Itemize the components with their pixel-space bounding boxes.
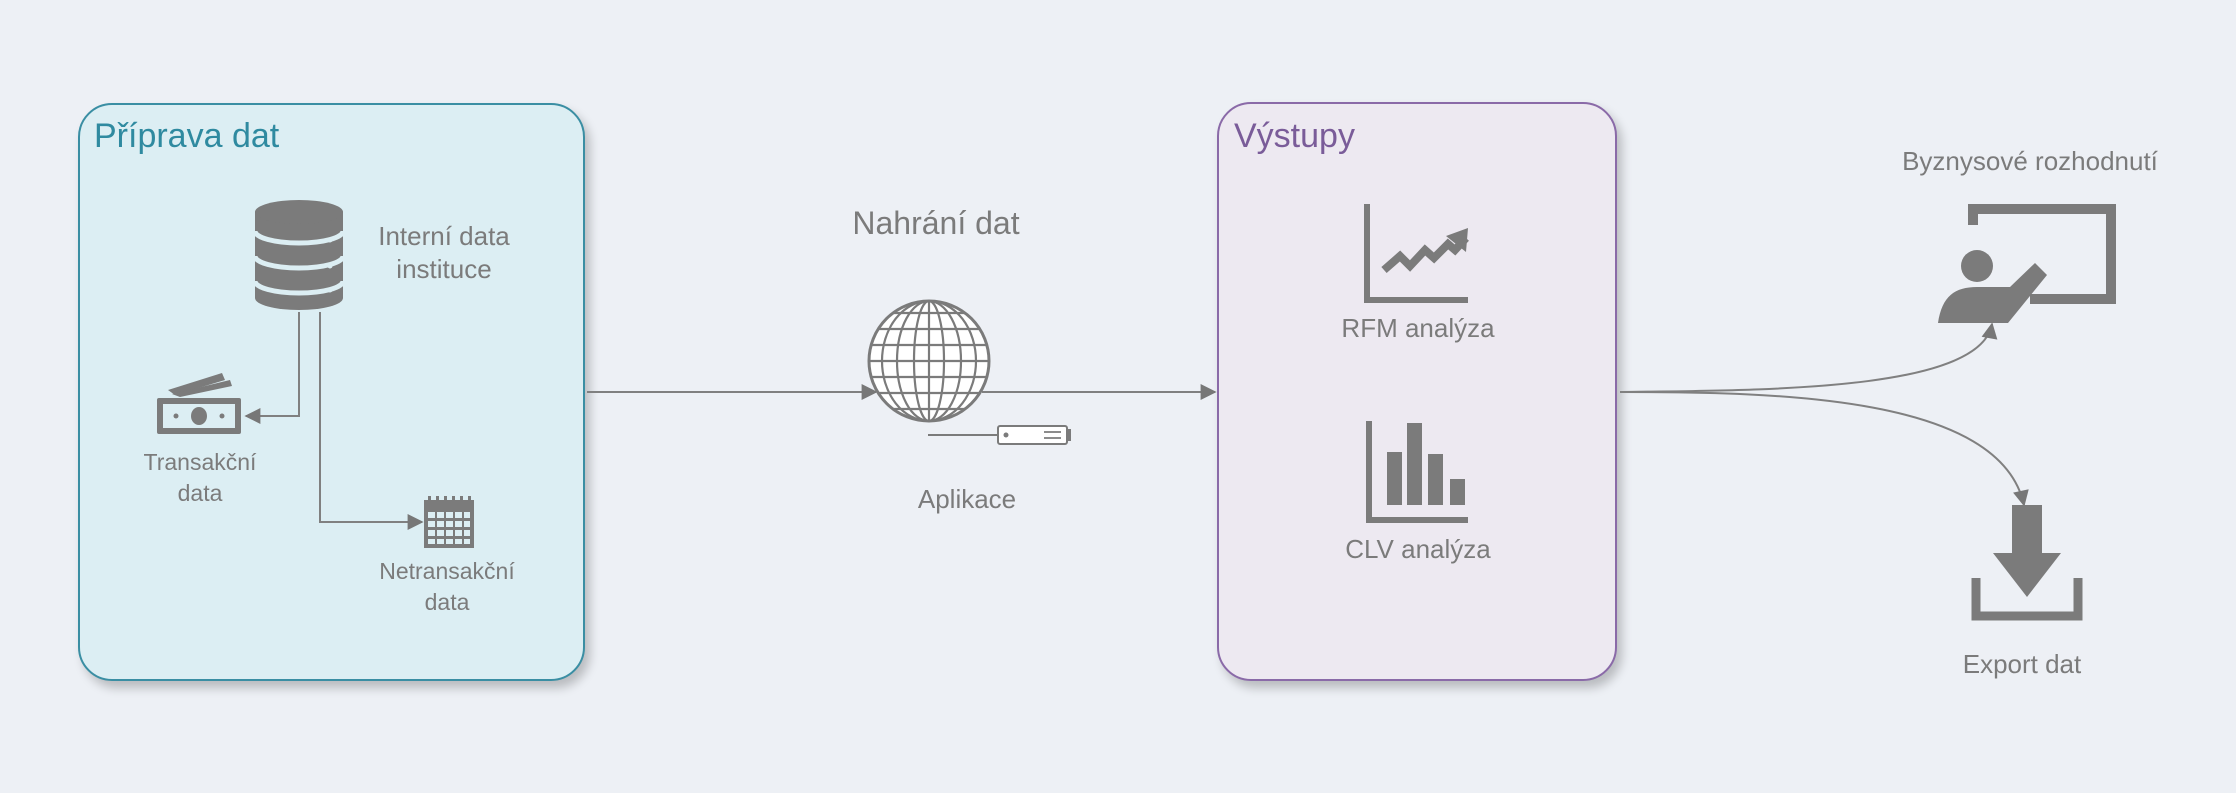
globe-icon xyxy=(867,299,991,423)
application-label: Aplikace xyxy=(917,484,1017,514)
rfm-analysis-label: RFM analýza xyxy=(1341,313,1495,343)
transactional-data-label: Transakční data xyxy=(143,449,257,506)
outputs-to-export-arrow xyxy=(1619,391,2029,507)
non-transactional-data-label: Netransakční data xyxy=(379,558,515,615)
presenter-icon xyxy=(1938,204,2116,323)
server-icon xyxy=(928,425,1071,445)
calendar-icon xyxy=(424,496,474,548)
data-preparation-title: Příprava dat xyxy=(94,117,280,155)
connector-lines xyxy=(244,312,2029,530)
clv-analysis-label: CLV analýza xyxy=(1345,534,1491,564)
line-chart-icon xyxy=(1364,204,1469,303)
download-icon xyxy=(1971,505,2083,621)
business-decision-label: Byznysové rozhodnutí xyxy=(1902,146,2158,176)
outputs-title: Výstupy xyxy=(1234,117,1355,155)
database-icon xyxy=(252,200,346,310)
outputs-to-business-arrow xyxy=(1619,322,1998,393)
db-to-transactional-arrow xyxy=(244,312,300,424)
bar-chart-icon xyxy=(1366,421,1468,523)
money-icon xyxy=(157,373,241,434)
db-to-nontransactional-arrow xyxy=(319,312,424,530)
data-upload-label: Nahrání dat xyxy=(852,205,1020,241)
data-export-label: Export dat xyxy=(1962,649,2082,679)
outputs-panel xyxy=(1217,102,1617,681)
data-preparation-panel xyxy=(78,103,585,681)
internal-data-label: Interní data instituce xyxy=(378,221,510,284)
